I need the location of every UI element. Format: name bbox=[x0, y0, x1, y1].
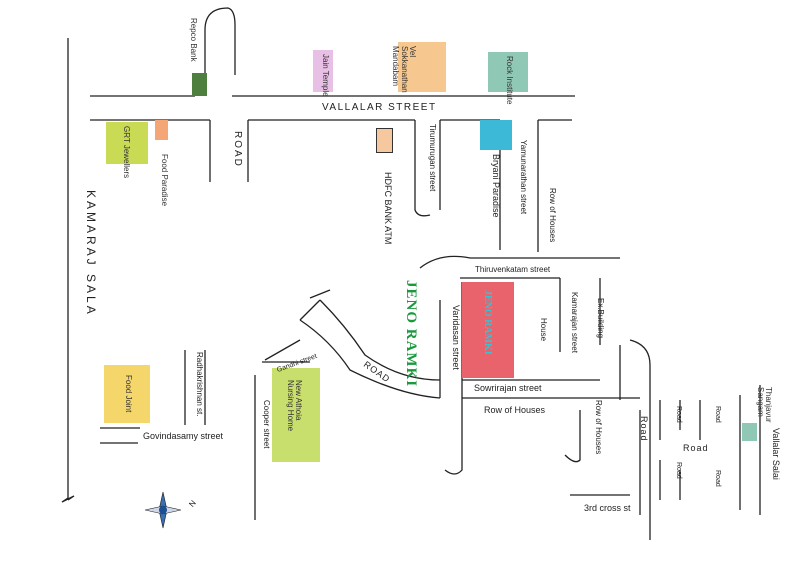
govindasamy-label: Govindasamy street bbox=[143, 431, 224, 441]
rock-institute-box bbox=[488, 52, 528, 92]
bryani-paradise-label: Bryani Paradise bbox=[491, 154, 501, 218]
jain-temple-label: Jain Temple bbox=[321, 54, 330, 97]
jain-temple-box bbox=[313, 50, 333, 92]
hdfc-atm-label: HDFC BANK ATM bbox=[383, 172, 393, 245]
tirumurugan-label: Tirumurugan street bbox=[428, 124, 437, 192]
sowrirajan-label: Sowrirajan street bbox=[474, 383, 542, 393]
varidasan-label: Varidasan street bbox=[451, 305, 461, 370]
vallalar-salai-label: Vallalar Salai bbox=[771, 428, 781, 480]
third-cross-label: 3rd cross st bbox=[584, 503, 631, 513]
road-network bbox=[61, 7, 761, 540]
row-houses-2-label: Row of Houses bbox=[484, 405, 546, 415]
road-left-label: ROAD bbox=[232, 131, 243, 168]
road-a-label: Road bbox=[675, 406, 682, 423]
thiruvenkatam-label: Thiruvenkatam street bbox=[475, 265, 551, 274]
hdfc-atm-box bbox=[376, 128, 393, 153]
road-d-label: Road bbox=[714, 470, 721, 487]
radhakrishnan-label: Radhakrishnan st. bbox=[195, 352, 204, 417]
thanjavur-box bbox=[742, 423, 757, 441]
yamunarathan-label: Yamunarathan street bbox=[519, 140, 528, 215]
cooper-street-label: Cooper street bbox=[262, 400, 271, 449]
food-joint-label: Food Joint bbox=[124, 375, 133, 413]
food-joint-box bbox=[104, 365, 150, 423]
kamarajan-street-label: Kamarajan street bbox=[570, 292, 579, 353]
vel-mandabam-box bbox=[398, 42, 446, 92]
ex-building-label: Ex.Building bbox=[596, 298, 605, 339]
compass-rose-icon bbox=[144, 491, 182, 529]
row-houses-1-label: Row of Houses bbox=[548, 188, 557, 243]
nursing-home-box bbox=[272, 368, 320, 462]
vel-mandabam-label: Vel Sokkanathan Mandabam bbox=[391, 46, 417, 93]
brand-logo: JENO RAMKI bbox=[403, 280, 419, 388]
grt-jewellers-label: GRT Jewellers bbox=[122, 126, 131, 179]
house-label: House bbox=[539, 318, 548, 342]
project-site[interactable] bbox=[462, 282, 514, 378]
road-c-label: Road bbox=[675, 462, 682, 479]
food-paradise-label: Food Paradise bbox=[160, 154, 169, 207]
thanjavur-label: Thanjavur Sangam bbox=[755, 387, 773, 423]
grt-jewellers-box bbox=[106, 122, 148, 164]
bank-label: Repco Bank bbox=[189, 18, 198, 62]
kamaraj-sala-label: KAMARAJ SALA bbox=[84, 190, 98, 317]
row-houses-3-label: Row of Houses bbox=[594, 400, 603, 455]
road-right-v-label: Road bbox=[639, 416, 649, 442]
food-paradise-box bbox=[155, 120, 168, 140]
road-b-label: Road bbox=[714, 406, 721, 423]
rock-institute-label: Rock Institute bbox=[505, 56, 514, 105]
vallalar-street-label: VALLALAR STREET bbox=[322, 102, 437, 113]
nursing-home-label: New Athoia Nursing Home bbox=[285, 380, 303, 432]
site-label: JENO RAMKI bbox=[482, 290, 493, 355]
bryani-paradise-box bbox=[480, 120, 512, 150]
bank-box bbox=[192, 73, 207, 96]
road-right-h-label: Road bbox=[683, 443, 709, 453]
